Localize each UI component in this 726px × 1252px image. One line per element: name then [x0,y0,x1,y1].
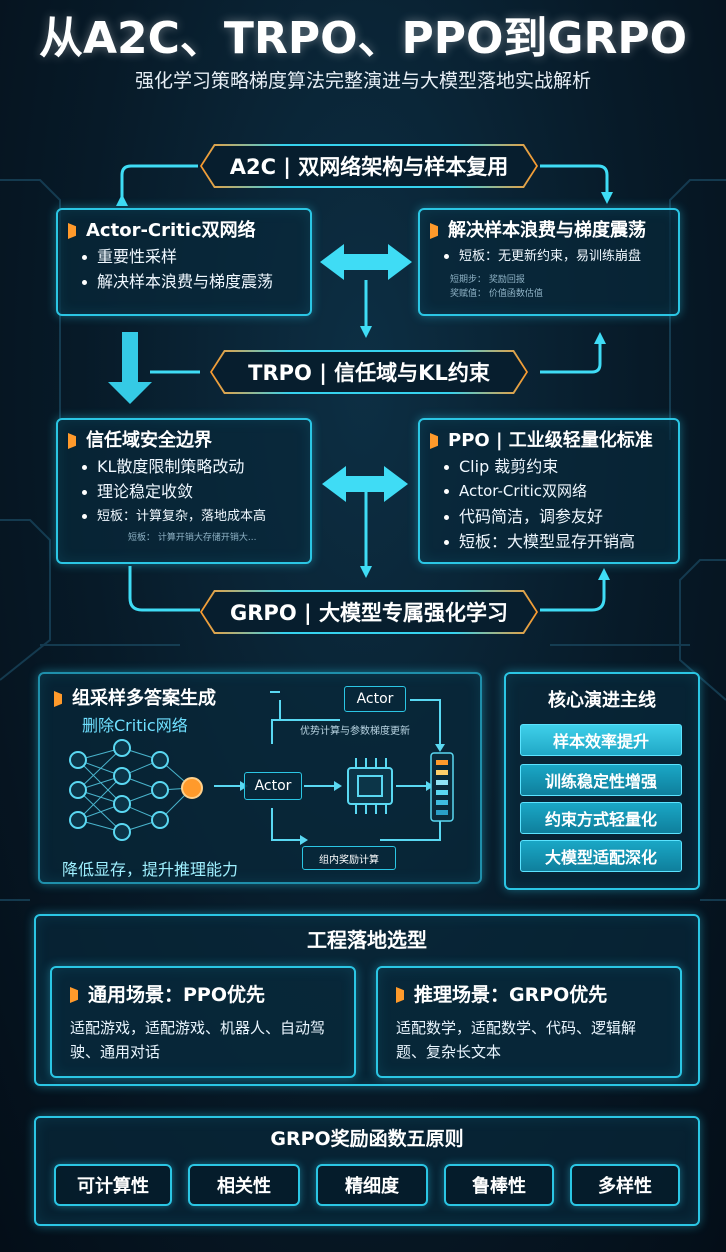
principle-robustness: 鲁棒性 [444,1164,554,1206]
list-item: Clip 裁剪约束 [430,454,668,479]
actor-node-mid: Actor [244,772,302,800]
box-ppo-heading: PPO | 工业级轻量化标准 [430,428,668,454]
group-reward-note: 组内奖励计算 [302,846,396,870]
neural-network-icon [69,739,203,841]
grpo-detail-heading: 组采样多答案生成 [54,686,216,712]
reward-bar-icon [430,752,454,822]
principles-title: GRPO奖励函数五原则 [270,1128,464,1150]
box-a2c-shortcoming-heading: 解决样本浪费与梯度震荡 [430,218,668,244]
list-item: 解决样本浪费与梯度震荡 [68,269,300,294]
stage-trpo: TRPO | 信任域与KL约束 [210,350,528,394]
list-item: Actor-Critic双网络 [430,479,668,504]
page-title: 从A2C、TRPO、PPO到GRPO [38,13,688,64]
grpo-detail-subheading: 删除Critic网络 [82,716,188,735]
grpo-update-note: 优势计算与参数梯度更新 [300,726,410,737]
grpo-detail-caption: 降低显存，提升推理能力 [62,860,239,879]
flag-icon [430,223,438,239]
principle-computability: 可计算性 [54,1164,172,1206]
flag-icon [70,987,78,1003]
list-item: 短板：计算复杂，落地成本高 [68,504,300,529]
chip-icon [347,758,393,814]
card-general-scenario: 通用场景：PPO优先 适配游戏，适配游戏、机器人、自动驾驶、通用对话 [50,966,356,1078]
list-item: KL散度限制策略改动 [68,454,300,479]
tiny-note: 奖赋值： 价值函数估值 [450,289,543,299]
box-a2c-actor-critic-heading: Actor-Critic双网络 [68,218,300,244]
box-ppo: PPO | 工业级轻量化标准 Clip 裁剪约束 Actor-Critic双网络… [418,418,680,564]
flag-icon [54,691,62,707]
list-item: 短板：无更新约束，易训练崩盘 [430,244,668,269]
flag-icon [68,433,76,449]
page-subtitle: 强化学习策略梯度算法完整演进与大模型落地实战解析 [134,70,591,92]
stage-trpo-label: TRPO | 信任域与KL约束 [212,352,526,392]
grpo-flow-arrows [214,691,445,845]
mainline-item: 约束方式轻量化 [520,802,682,834]
stage-grpo-label: GRPO | 大模型专属强化学习 [202,592,536,632]
box-a2c-shortcoming: 解决样本浪费与梯度震荡 短板：无更新约束，易训练崩盘 短期步： 奖励回报 奖赋值… [418,208,680,316]
list-item: 重要性采样 [68,244,300,269]
list-item: 短板：大模型显存开销高 [430,529,668,554]
card-reasoning-scenario: 推理场景：GRPO优先 适配数学，适配数学、代码、逻辑解题、复杂长文本 [376,966,682,1078]
principle-relevance: 相关性 [188,1164,300,1206]
flag-icon [396,987,404,1003]
box-trpo-heading: 信任域安全边界 [68,428,300,454]
stage-a2c-label: A2C | 双网络架构与样本复用 [202,146,536,186]
card-general-heading: 通用场景：PPO优先 [70,982,336,1008]
mainline-item: 大模型适配深化 [520,840,682,872]
card-reasoning-text: 适配数学，适配数学、代码、逻辑解题、复杂长文本 [396,1019,637,1061]
list-item: 理论稳定收敛 [68,479,300,504]
tiny-note: 短板： 计算开销大存储开销大... [128,533,257,543]
mainline-item: 训练稳定性增强 [520,764,682,796]
principle-diversity: 多样性 [570,1164,680,1206]
card-general-text: 适配游戏，适配游戏、机器人、自动驾驶、通用对话 [70,1019,326,1061]
tiny-note: 短期步： 奖励回报 [450,275,525,285]
stage-a2c: A2C | 双网络架构与样本复用 [200,144,538,188]
engineering-title: 工程落地选型 [307,928,427,952]
list-item: 代码简洁，调参友好 [430,504,668,529]
card-reasoning-heading: 推理场景：GRPO优先 [396,982,662,1008]
mainline-item: 样本效率提升 [520,724,682,756]
box-trpo: 信任域安全边界 KL散度限制策略改动 理论稳定收敛 短板：计算复杂，落地成本高 … [56,418,312,564]
mainline-title: 核心演进主线 [548,690,656,711]
box-a2c-actor-critic: Actor-Critic双网络 重要性采样 解决样本浪费与梯度震荡 [56,208,312,316]
flag-icon [68,223,76,239]
principle-granularity: 精细度 [316,1164,428,1206]
flag-icon [430,433,438,449]
actor-node-top: Actor [344,686,406,712]
stage-grpo: GRPO | 大模型专属强化学习 [200,590,538,634]
